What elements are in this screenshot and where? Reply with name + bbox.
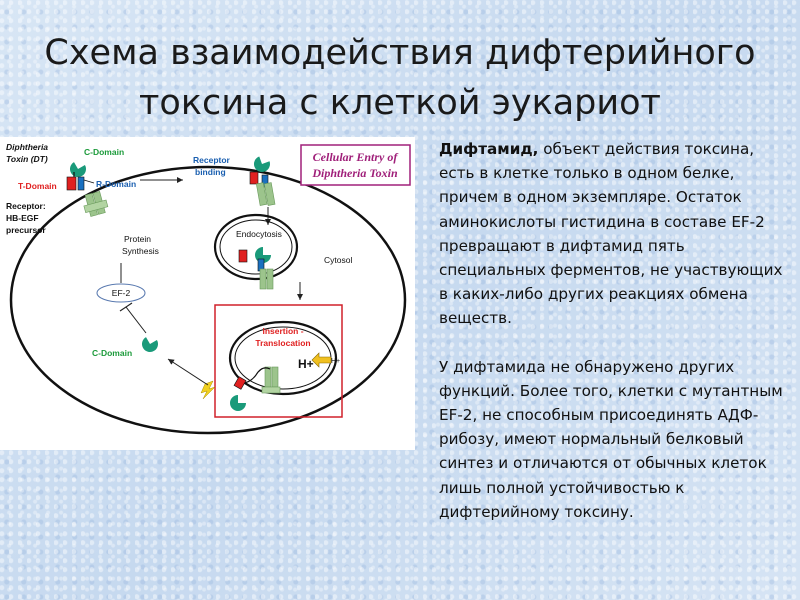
- toxin-label-line-1: Diphtheria: [6, 142, 48, 152]
- receptor-label-line-3: precursor: [6, 225, 46, 235]
- free-c-domain-pacman: [142, 337, 158, 352]
- cytosol-label: Cytosol: [324, 255, 352, 265]
- description-text: Дифтамид, объект действия токсина, есть …: [439, 137, 789, 524]
- receptor-binding-label-2: binding: [195, 167, 226, 177]
- slide-title: Схема взаимодействия дифтерийного токсин…: [0, 28, 800, 128]
- inhibition-line: [125, 306, 147, 334]
- insertion-box: [214, 304, 343, 418]
- endocytosis-label: Endocytosis: [236, 229, 282, 239]
- description-paragraph-2: У дифтамида не обнаружено других функций…: [439, 357, 783, 521]
- description-paragraph-1-body: объект действия токсина, есть в клетке т…: [439, 140, 783, 328]
- receptor-label-line-2: HB-EGF: [6, 213, 39, 223]
- c-domain-label: C-Domain: [84, 147, 124, 157]
- diagram-heading-line-2: Diphtheria Toxin: [311, 166, 398, 180]
- title-line-2: токсина с клеткой эукариот: [139, 83, 661, 123]
- lightning-icon: [200, 380, 216, 400]
- toxin-label-line-2: Toxin (DT): [6, 154, 48, 164]
- free-c-domain-label: C-Domain: [92, 348, 132, 358]
- protein-synthesis-label-2: Synthesis: [122, 246, 159, 256]
- title-line-1: Схема взаимодействия дифтерийного: [44, 33, 756, 73]
- insertion-label-2: Translocation: [255, 338, 310, 348]
- c-domain-pacman: [70, 162, 86, 177]
- h-plus-label: H+: [298, 357, 314, 371]
- protein-synthesis-label-1: Protein: [124, 234, 151, 244]
- endosome-complex: [238, 247, 274, 290]
- receptor-hb-egf: [83, 190, 109, 217]
- toxin-molecule: [66, 162, 86, 191]
- inhibition-bar: [119, 302, 133, 312]
- bound-complex: [249, 156, 276, 206]
- receptor-binding-label-1: Receptor: [193, 155, 231, 165]
- diagram-svg: Cellular Entry of Diphtheria Toxin Dipht…: [6, 142, 411, 435]
- diagram-heading-line-1: Cellular Entry of: [313, 150, 399, 164]
- r-domain-block: [77, 176, 85, 191]
- insertion-label-1: Insertion -: [262, 326, 303, 336]
- diagram-heading-box: [300, 144, 411, 186]
- translocation-vesicle: [228, 320, 338, 396]
- diphthamide-term: Дифтамид,: [439, 140, 539, 158]
- cell-membrane: [9, 165, 407, 435]
- t-domain-block: [66, 176, 77, 191]
- arrow-to-c-domain: [167, 358, 209, 386]
- ef2-oval: [96, 283, 146, 303]
- endosome-vesicle: [213, 213, 299, 281]
- proton-arrow-icon: [311, 352, 332, 368]
- r-domain-label: R-Domain: [96, 179, 136, 189]
- receptor-label-line-1: Receptor:: [6, 201, 46, 211]
- description-paragraph-1: Дифтамид, объект действия токсина, есть …: [439, 137, 789, 331]
- translocating-complex: [230, 366, 281, 411]
- ef2-label: EF-2: [112, 288, 131, 298]
- h-plus-outside-label: H+: [331, 358, 340, 365]
- t-domain-label: T-Domain: [18, 181, 57, 191]
- diphtheria-entry-diagram: Cellular Entry of Diphtheria Toxin Dipht…: [0, 137, 415, 450]
